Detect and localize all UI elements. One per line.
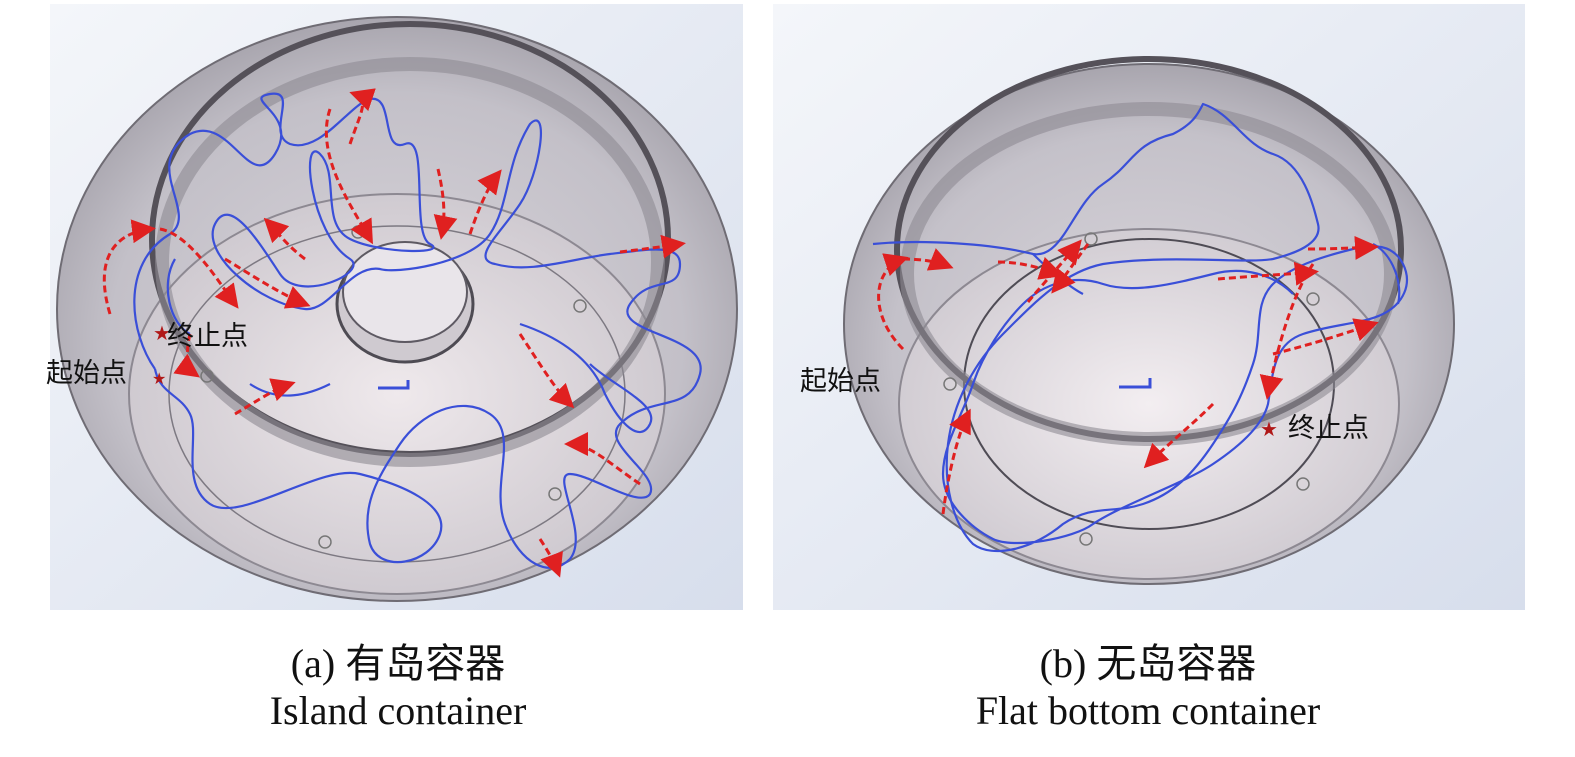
end-point-star: ★ bbox=[1260, 417, 1278, 441]
direction-arrows bbox=[102, 88, 686, 578]
caption-b-chinese: (b) 无岛容器 bbox=[1039, 641, 1257, 686]
start-point-star: ★ bbox=[152, 369, 166, 388]
direction-arrows bbox=[877, 235, 1379, 515]
trajectory-path bbox=[872, 102, 1408, 553]
end-point-star: ★ bbox=[153, 321, 171, 345]
island-container-render: ★ ★ bbox=[50, 4, 743, 610]
caption-a-english: Island container bbox=[269, 688, 527, 733]
caption-a-chinese: (a) 有岛容器 bbox=[290, 641, 506, 686]
caption-b-english: Flat bottom container bbox=[975, 688, 1321, 733]
caption-a: (a) 有岛容器 Island container bbox=[18, 640, 778, 734]
caption-b: (b) 无岛容器 Flat bottom container bbox=[768, 640, 1528, 734]
flat-bottom-container-render: ★ bbox=[773, 4, 1525, 610]
panel-island-container: ★ ★ bbox=[50, 4, 743, 610]
panel-flat-bottom-container: ★ bbox=[773, 4, 1525, 610]
trajectory-path bbox=[133, 92, 702, 569]
